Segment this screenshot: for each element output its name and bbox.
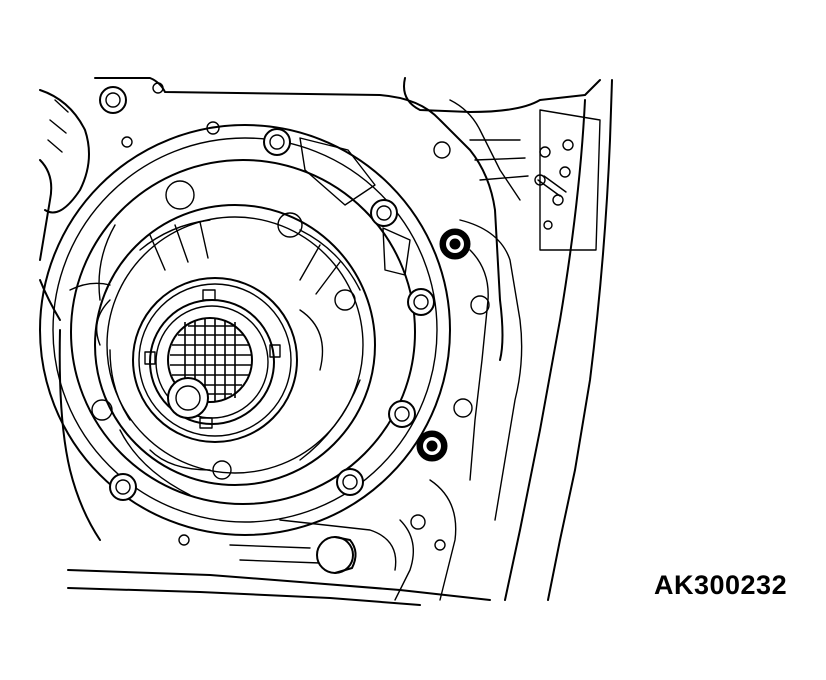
figure-reference-code: AK300232 — [654, 570, 788, 600]
bolt-bottom-left — [109, 473, 137, 501]
bolt-right-upper — [370, 199, 398, 227]
bolt-bottom-right — [336, 468, 364, 496]
dowel-pin — [316, 536, 357, 574]
pump-body-flange — [39, 124, 451, 536]
pump-hub — [132, 277, 298, 443]
case-holes — [121, 82, 490, 551]
housing-left-fragment — [39, 89, 90, 321]
flange-bolts — [99, 86, 435, 501]
seal-bolt-upper — [439, 228, 471, 260]
case-slot-details — [534, 139, 574, 230]
seal-bolt-lower — [416, 430, 448, 462]
transmission-case-outline — [58, 77, 613, 606]
bolt-right-lower — [388, 400, 416, 428]
bolt-top — [263, 128, 291, 156]
pump-body-boss — [69, 204, 376, 486]
input-shaft — [167, 317, 253, 419]
flange-cutouts — [91, 137, 411, 480]
bolt-right-middle — [407, 288, 435, 316]
sealing-bolts — [416, 228, 471, 462]
bolt-top-left — [99, 86, 127, 114]
